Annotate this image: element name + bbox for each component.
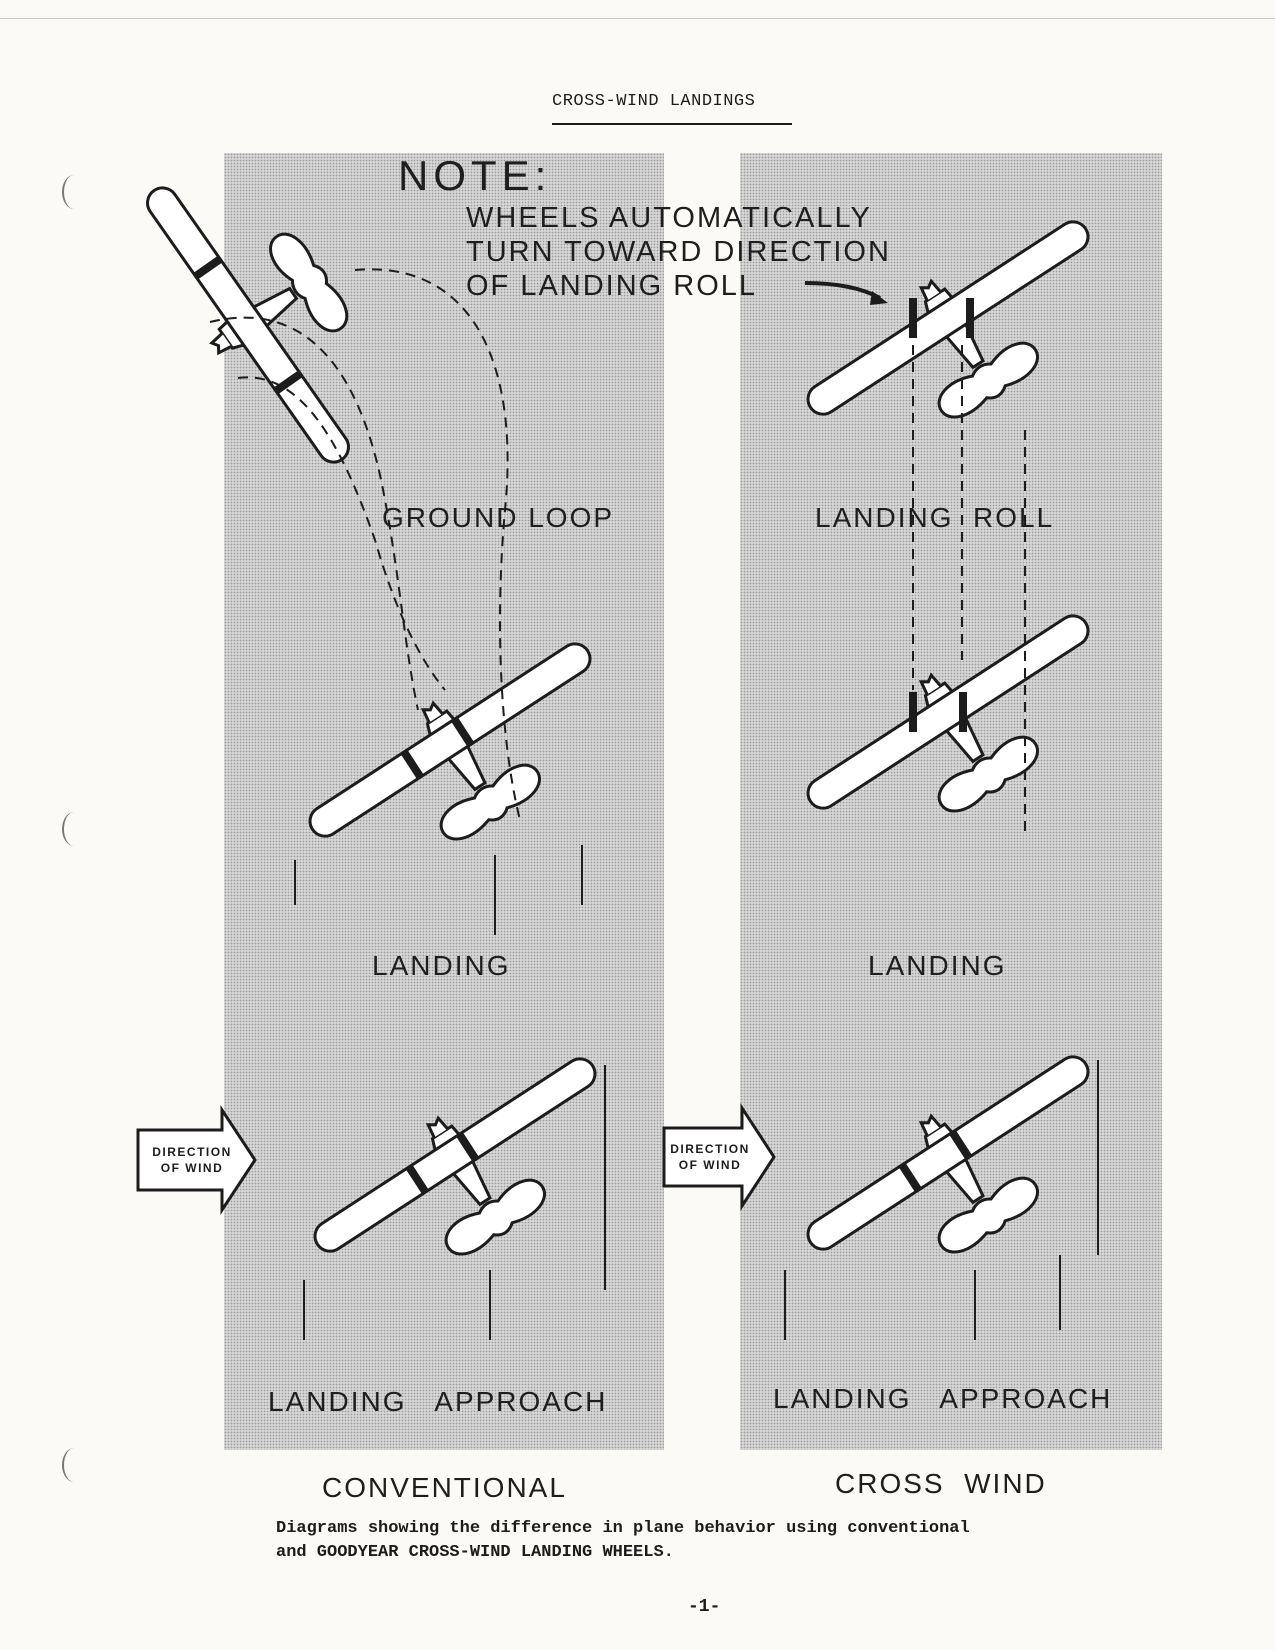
wind-arrow-right — [662, 1102, 776, 1212]
conventional-ground-lines — [294, 845, 606, 1340]
cross-wind-plane-landing — [787, 587, 1138, 881]
wind-text-left-line1: DIRECTION — [152, 1145, 232, 1159]
wind-text-right: DIRECTION OF WIND — [660, 1141, 760, 1173]
note-line-3: OF LANDING ROLL — [466, 270, 758, 302]
landing-roll-label: LANDING ROLL — [815, 502, 1055, 533]
ground-loop-label: GROUND LOOP — [382, 502, 615, 533]
title-underline — [552, 123, 792, 125]
cross-wind-plane-landing-roll — [787, 193, 1138, 487]
cross-wind-plane-approach — [787, 1028, 1138, 1322]
page-title: CROSS-WIND LANDINGS — [552, 92, 756, 111]
binder-hole-top — [62, 175, 86, 209]
note-line-2: TURN TOWARD DIRECTION — [466, 236, 891, 268]
ground-loop-tracks — [209, 268, 521, 821]
note-arrow-head — [870, 291, 888, 305]
conventional-plane-ground-loop — [119, 136, 420, 484]
wind-text-right-line1: DIRECTION — [670, 1142, 750, 1156]
cross-wind-ground-lines — [784, 1060, 1099, 1340]
cross-wind-landing-label: LANDING — [868, 950, 1007, 981]
wind-text-right-line2: OF WIND — [678, 1158, 742, 1172]
binder-hole-bottom — [62, 1448, 86, 1482]
cross-wind-caption: CROSS WIND — [835, 1468, 1047, 1499]
conventional-plane-landing — [289, 615, 640, 909]
note-heading: NOTE: — [398, 152, 552, 199]
wind-text-left: DIRECTION OF WIND — [142, 1144, 242, 1176]
conventional-approach-label: LANDING APPROACH — [268, 1386, 608, 1417]
conventional-landing-label: LANDING — [372, 950, 511, 981]
note-arrow — [804, 281, 881, 300]
wind-text-left-line2: OF WIND — [160, 1161, 224, 1175]
conventional-caption: CONVENTIONAL — [322, 1472, 567, 1503]
landing-roll-tracks — [912, 345, 1026, 835]
conventional-plane-approach — [294, 1030, 645, 1324]
wind-arrow-left — [136, 1105, 257, 1215]
caption-line-2: and GOODYEAR CROSS-WIND LANDING WHEELS. — [276, 1543, 674, 1562]
cross-wind-approach-label: LANDING APPROACH — [773, 1383, 1113, 1414]
binder-hole-middle — [62, 812, 86, 846]
page-number: -1- — [688, 1597, 721, 1617]
caption-line-1: Diagrams showing the difference in plane… — [276, 1519, 970, 1538]
page-top-edge — [0, 18, 1275, 19]
figure-caption: Diagrams showing the difference in plane… — [276, 1517, 970, 1565]
note-line-1: WHEELS AUTOMATICALLY — [466, 202, 872, 234]
